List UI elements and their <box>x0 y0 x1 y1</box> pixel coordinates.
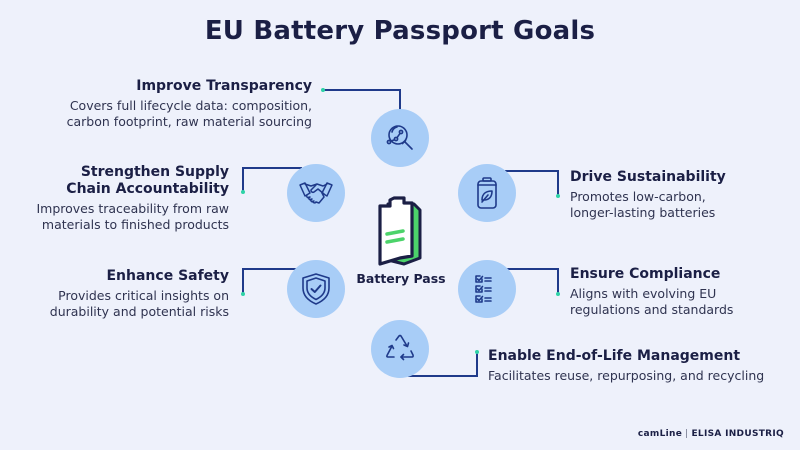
battery-passport-icon <box>378 196 422 266</box>
handshake-icon <box>299 182 333 204</box>
brand-camline: camLine <box>637 429 683 439</box>
goal-heading: Enhance Safety <box>106 268 229 284</box>
connector-dot-transparency <box>321 88 325 92</box>
goal-description-line: durability and potential risks <box>49 304 229 319</box>
goal-circle-end-of-life <box>371 320 429 378</box>
goal-supply-chain: Strengthen Supply Chain Accountability I… <box>9 164 229 233</box>
checklist-icon <box>475 275 492 303</box>
goal-heading: Strengthen Supply Chain Accountability <box>9 164 229 198</box>
goal-description: Covers full lifecycle data: composition,… <box>52 98 312 130</box>
goal-description-line: carbon footprint, raw material sourcing <box>66 114 312 129</box>
connector-compliance-h <box>505 268 559 270</box>
connector-dot-compliance <box>556 292 560 296</box>
connector-supply-v <box>242 167 244 192</box>
goal-heading-line: Strengthen Supply <box>80 164 229 180</box>
goal-description-line: Improves traceability from raw <box>36 201 229 216</box>
goal-circle-transparency <box>371 109 429 167</box>
brand-separator: | <box>685 429 689 439</box>
goal-circle-compliance <box>458 260 516 318</box>
goal-description-line: materials to finished products <box>41 217 229 232</box>
connector-sustainability-h <box>505 170 559 172</box>
brand-elisa: ELISA INDUSTRIQ <box>691 429 784 439</box>
goal-compliance: Ensure Compliance Aligns with evolving E… <box>570 266 790 318</box>
connector-supply-h <box>242 167 302 169</box>
footer-brand: camLine|ELISA INDUSTRIQ <box>638 429 784 439</box>
connector-dot-safety <box>241 292 245 296</box>
magnifier-data-icon <box>386 125 413 150</box>
goal-description-line: Facilitates reuse, repurposing, and recy… <box>488 368 765 383</box>
connector-dot-eol <box>475 350 479 354</box>
goal-description-line: Covers full lifecycle data: composition, <box>69 98 312 113</box>
shield-check-icon <box>302 273 330 305</box>
goal-description-line: Promotes low-carbon, <box>570 189 706 204</box>
goal-description-line: Aligns with evolving EU <box>570 286 717 301</box>
connector-safety-v <box>242 268 244 294</box>
goal-transparency: Improve Transparency Covers full lifecyc… <box>52 78 312 130</box>
goal-description-line: regulations and standards <box>570 302 734 317</box>
battery-passport-center <box>374 194 428 266</box>
connector-transparency-v <box>399 89 401 110</box>
goal-heading: Ensure Compliance <box>570 266 721 282</box>
goal-description: Provides critical insights on durability… <box>9 288 229 320</box>
goal-heading: Enable End-of-Life Management <box>488 348 741 364</box>
goal-description-line: longer-lasting batteries <box>570 205 716 220</box>
goal-circle-supply-chain <box>287 164 345 222</box>
connector-compliance-v <box>557 268 559 294</box>
goal-heading-line: Chain Accountability <box>66 181 229 197</box>
connector-eol-v <box>476 352 478 377</box>
goal-description: Promotes low-carbon, longer-lasting batt… <box>570 189 790 221</box>
goal-end-of-life: Enable End-of-Life Management Facilitate… <box>488 348 788 384</box>
goal-circle-safety <box>287 260 345 318</box>
page-title: EU Battery Passport Goals <box>204 16 596 46</box>
goal-heading: Drive Sustainability <box>570 169 726 185</box>
connector-dot-sustainability <box>556 194 560 198</box>
goal-circle-sustainability <box>458 164 516 222</box>
goal-sustainability: Drive Sustainability Promotes low-carbon… <box>570 169 790 221</box>
center-label: Battery Pass <box>356 271 446 286</box>
goal-safety: Enhance Safety Provides critical insight… <box>9 268 229 320</box>
goal-description: Facilitates reuse, repurposing, and recy… <box>488 368 788 384</box>
connector-dot-supply <box>241 190 245 194</box>
goal-description-line: Provides critical insights on <box>58 288 229 303</box>
recycle-icon <box>386 334 414 361</box>
connector-eol-h <box>408 375 478 377</box>
connector-transparency-h <box>323 89 401 91</box>
connector-safety-h <box>242 268 297 270</box>
battery-leaf-icon <box>477 177 497 209</box>
connector-sustainability-v <box>557 170 559 195</box>
goal-description: Improves traceability from raw materials… <box>9 201 229 233</box>
goal-description: Aligns with evolving EU regulations and … <box>570 286 790 318</box>
goal-heading: Improve Transparency <box>136 78 312 94</box>
